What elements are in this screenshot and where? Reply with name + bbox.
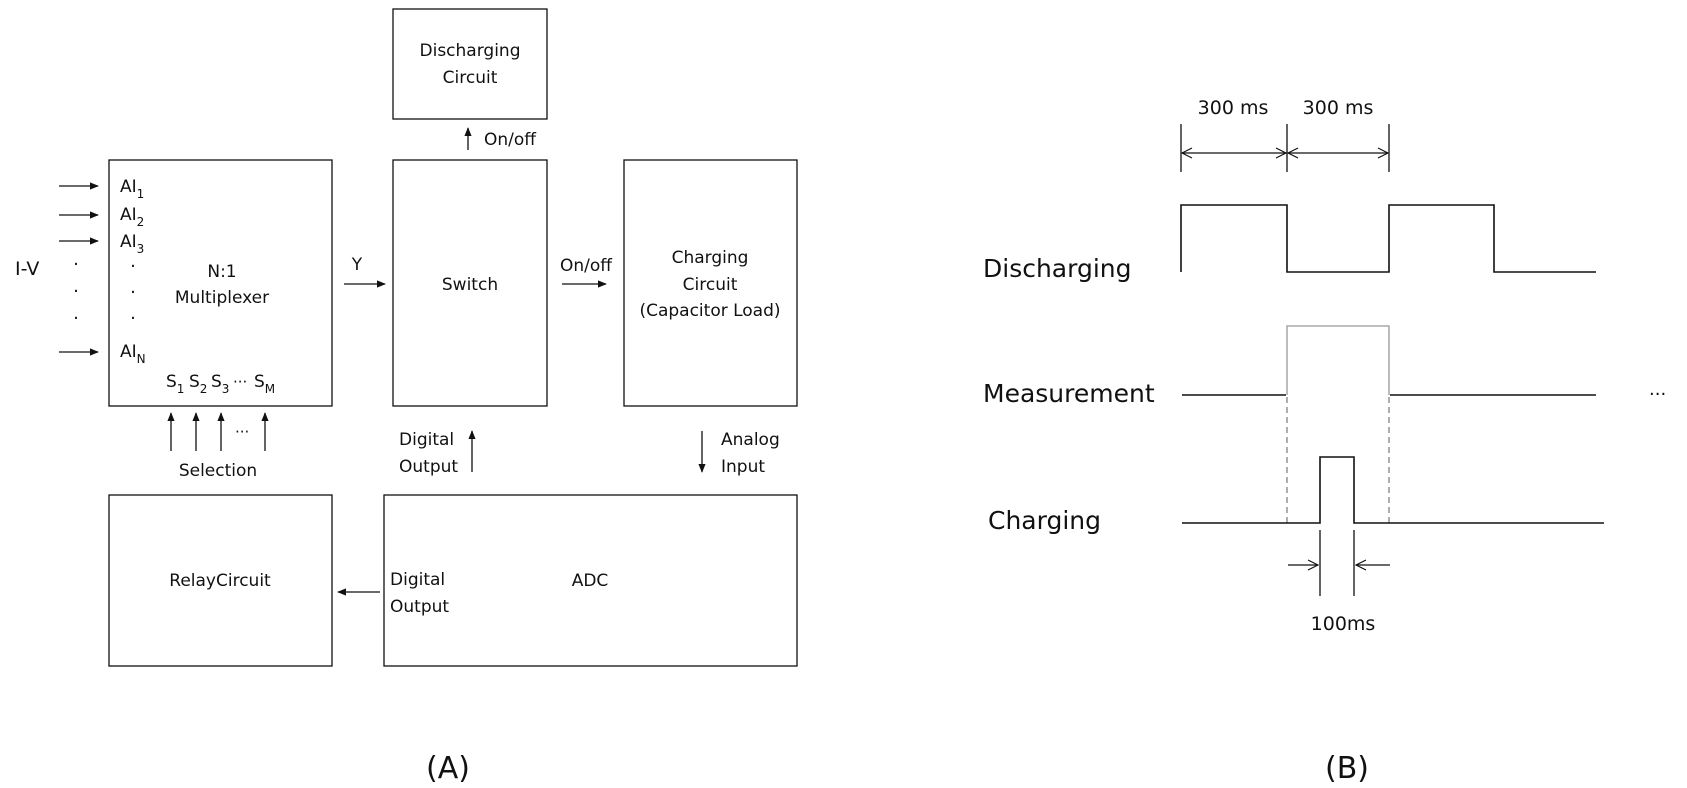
on-off-top-label: On/off — [484, 130, 537, 150]
signal-label-measurement: Measurement — [983, 379, 1155, 408]
digital-output-label: Output — [399, 457, 458, 477]
signal-label-discharging: Discharging — [983, 254, 1132, 283]
mux-input-dot: · — [130, 282, 136, 303]
input-dot: · — [73, 308, 79, 329]
continuation-ellipsis: ··· — [1649, 384, 1666, 405]
mux-select-label: S1 — [166, 372, 184, 396]
adc-output-label: Digital — [390, 570, 445, 590]
period-label: 300 ms — [1303, 97, 1374, 119]
y-label: Y — [351, 255, 363, 275]
panel-b-caption: (B) — [1325, 751, 1369, 786]
mux-input-label: AI1 — [120, 177, 144, 201]
mux-select-label: S2 — [189, 372, 207, 396]
relay-circuit-label: RelayCircuit — [169, 571, 271, 591]
switch-label: Switch — [442, 275, 498, 295]
mux-input-dot: · — [130, 308, 136, 329]
charging-circuit-label: (Capacitor Load) — [639, 301, 780, 321]
analog-input-label: Analog — [721, 430, 780, 450]
discharging-circuit-box — [392, 8, 548, 120]
mux-select-label: S3 — [211, 372, 229, 396]
period-label: 300 ms — [1198, 97, 1269, 119]
signal-label-charging: Charging — [988, 506, 1101, 535]
panel-a-caption: (A) — [426, 751, 470, 786]
relay-circuit-box — [108, 494, 333, 667]
charging-circuit-box — [623, 159, 798, 407]
panel-b: 300 ms 300 ms Discharging Measurement Ch… — [983, 97, 1666, 786]
input-label: I-V — [15, 258, 39, 280]
mux-select-label: SM — [254, 372, 275, 396]
mux-input-label: AIN — [120, 342, 146, 366]
switch-box — [392, 159, 548, 407]
multiplexer-box — [108, 159, 333, 407]
mux-input-label: AI3 — [120, 232, 144, 256]
digital-output-label: Digital — [399, 430, 454, 450]
selection-label: Selection — [179, 461, 257, 481]
pulse-width-label: 100ms — [1311, 613, 1376, 635]
discharging-circuit-label: Discharging — [420, 41, 521, 61]
charging-waveform — [1182, 456, 1604, 524]
mux-title: N:1 — [207, 262, 236, 282]
mux-input-label: AI2 — [120, 205, 144, 229]
mux-input-dot: · — [130, 256, 136, 277]
measurement-waveform-pulse — [1286, 325, 1390, 395]
analog-input-label: Input — [721, 457, 765, 477]
charging-circuit-label: Circuit — [683, 275, 738, 295]
adc-label: ADC — [572, 571, 609, 591]
on-off-right-label: On/off — [560, 256, 613, 276]
selection-arrow-ellipsis: ··· — [235, 423, 249, 441]
adc-box — [383, 494, 798, 667]
input-dot: · — [73, 281, 79, 302]
discharging-circuit-label: Circuit — [443, 68, 498, 88]
mux-select-ellipsis: ··· — [233, 373, 247, 391]
charging-circuit-label: Charging — [672, 248, 749, 268]
input-dot: · — [73, 254, 79, 275]
discharging-waveform — [1180, 204, 1596, 273]
adc-output-label: Output — [390, 597, 449, 617]
panel-a: I-V · · · AI1 AI2 AI3 · · · AIN N:1 Mult… — [15, 8, 798, 786]
mux-title: Multiplexer — [175, 288, 269, 308]
